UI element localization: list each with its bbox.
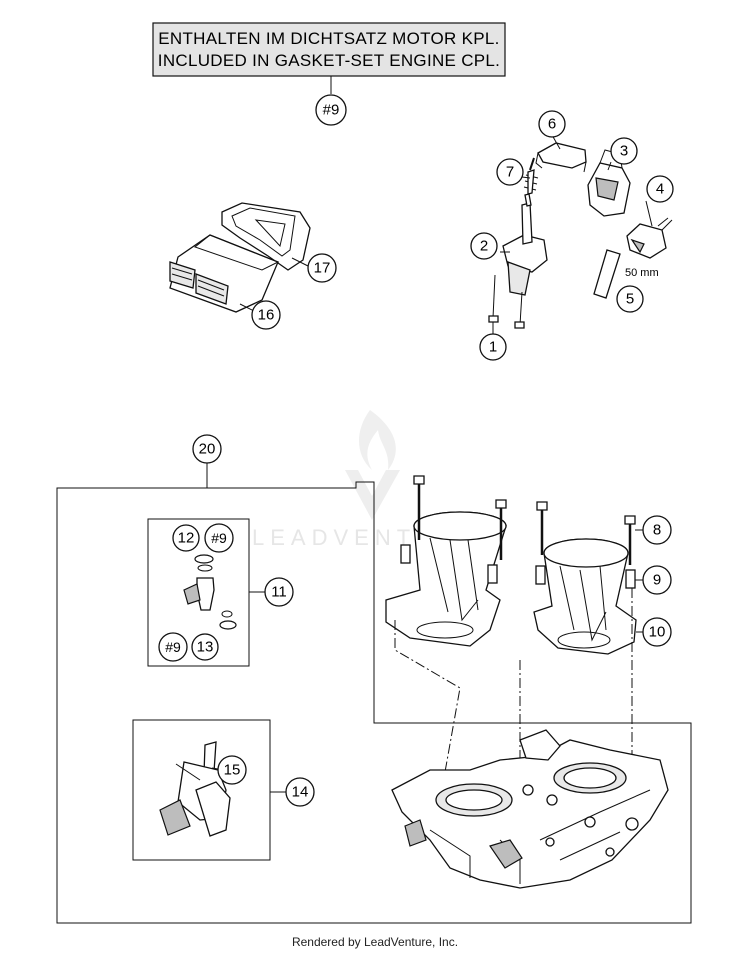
hose-part-5 (593, 249, 621, 299)
svg-text:5: 5 (626, 291, 634, 308)
svg-text:3: 3 (620, 143, 628, 160)
svg-text:#9: #9 (165, 639, 181, 655)
callout-15: 15 (217, 755, 247, 785)
svg-text:#9: #9 (323, 102, 340, 119)
svg-text:6: 6 (548, 116, 556, 133)
callout-16: 16 (251, 300, 281, 330)
callout-6: 6 (538, 110, 566, 138)
callout-13: 13 (191, 633, 219, 661)
callout-8: 8 (642, 515, 672, 545)
gasket-set-note: ENTHALTEN IM DICHTSATZ MOTOR KPL. INCLUD… (152, 22, 506, 94)
sensor-kit-box (132, 719, 271, 861)
svg-text:15: 15 (224, 762, 241, 779)
sensor-part-3 (587, 149, 631, 217)
svg-text:9: 9 (653, 572, 661, 589)
svg-text:4: 4 (656, 181, 664, 198)
callout-7: 7 (496, 158, 524, 186)
callout-10: 10 (642, 617, 672, 647)
callout-1: 1 (479, 333, 507, 361)
ecu-bracket-part-17 (221, 202, 311, 271)
ecu-part-16 (169, 234, 280, 313)
sensor-part-6 (535, 142, 587, 173)
callout-2: 2 (470, 232, 498, 260)
callout-13-gasket: #9 (158, 632, 188, 662)
callout-9: 9 (642, 565, 672, 595)
injector-part-11 (183, 554, 237, 630)
sensor-part-14 (159, 741, 231, 837)
svg-text:16: 16 (258, 307, 275, 324)
svg-text:12: 12 (178, 530, 195, 547)
svg-text:20: 20 (199, 441, 216, 458)
svg-text:11: 11 (271, 584, 287, 601)
svg-text:13: 13 (197, 639, 214, 656)
sleeves-part-9 (400, 544, 636, 589)
svg-text:14: 14 (292, 784, 309, 801)
group-20-outline (56, 481, 692, 924)
callout-17: 17 (307, 253, 337, 283)
intake-funnel-right (533, 538, 637, 655)
throttle-body-part-20 (391, 729, 669, 889)
screw-part-7 (523, 157, 539, 195)
svg-text:17: 17 (314, 260, 331, 277)
note-line-german: ENTHALTEN IM DICHTSATZ MOTOR KPL. (158, 29, 499, 48)
svg-text:7: 7 (506, 164, 514, 181)
callout-3: 3 (610, 137, 638, 165)
leader-lines (211, 134, 653, 793)
callout-12-gasket: #9 (204, 523, 234, 553)
svg-text:2: 2 (480, 238, 488, 255)
callout-20: 20 (192, 434, 222, 464)
hose-length-label: 50 mm (625, 267, 659, 279)
callout-12: 12 (172, 524, 200, 552)
svg-text:#9: #9 (211, 530, 227, 546)
sensor-part-4 (626, 217, 673, 259)
callout-4: 4 (646, 175, 674, 203)
callout-5: 5 (616, 285, 644, 313)
callout-11: 11 (264, 577, 294, 607)
footer-credit: Rendered by LeadVenture, Inc. (291, 935, 459, 949)
sensor-part-2 (488, 193, 548, 329)
callout-9-top: #9 (315, 94, 347, 126)
svg-text:1: 1 (489, 339, 497, 356)
svg-text:8: 8 (653, 522, 661, 539)
bolts-part-8 (413, 475, 636, 565)
callout-14: 14 (285, 777, 315, 807)
note-line-english: INCLUDED IN GASKET-SET ENGINE CPL. (158, 51, 500, 70)
svg-text:10: 10 (649, 624, 666, 641)
